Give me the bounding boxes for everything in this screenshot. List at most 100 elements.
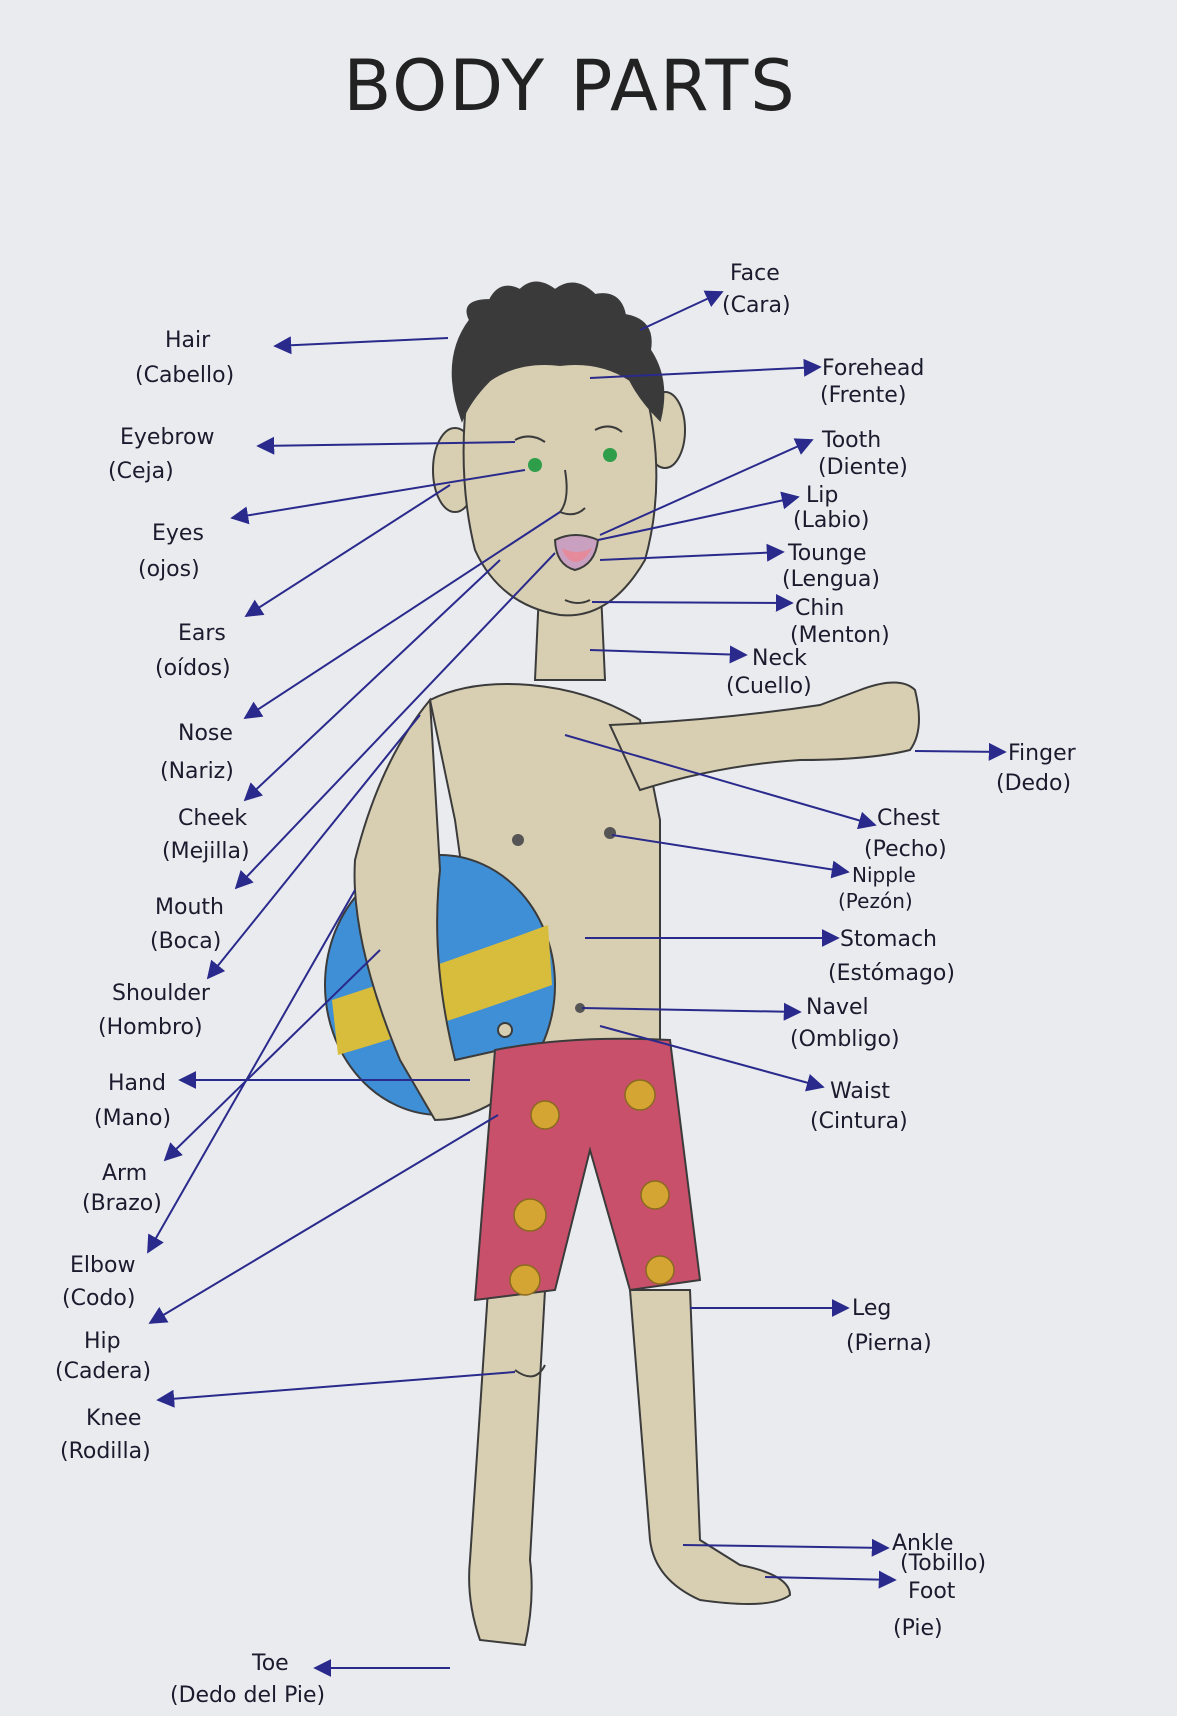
tounge-english-text: Tounge [787, 541, 867, 566]
head [464, 355, 657, 615]
nipple-spanish-text: (Pezón) [838, 889, 913, 913]
page-title: BODY PARTS [343, 45, 796, 127]
label-tooth: Tooth(Diente) [818, 428, 908, 480]
left-leg [630, 1290, 790, 1604]
leg-spanish-text: (Pierna) [846, 1331, 932, 1356]
face-spanish-text: (Cara) [722, 293, 791, 318]
toe-english-text: Toe [251, 1651, 289, 1676]
waist-english-text: Waist [830, 1079, 890, 1104]
arrow-face [640, 292, 722, 330]
tounge-spanish-text: (Lengua) [782, 567, 880, 592]
face-english-text: Face [730, 261, 780, 286]
arrow-hip [150, 1115, 498, 1323]
waist-spanish-text: (Cintura) [810, 1109, 908, 1134]
label-hip: Hip (Cadera) [55, 1329, 151, 1384]
label-cheek: Cheek (Mejilla) [162, 806, 250, 864]
foot-spanish-text: (Pie) [893, 1616, 943, 1641]
eyebrow-spanish-text: (Ceja) [108, 459, 174, 484]
foot-english-text: Foot [908, 1579, 956, 1604]
label-ears: Ears (oídos) [155, 621, 231, 681]
arrow-knee [158, 1372, 515, 1400]
tooth-spanish-text: (Diente) [818, 455, 908, 480]
label-tounge: Tounge(Lengua) [782, 541, 880, 592]
arm-english-text: Arm [102, 1161, 147, 1186]
elbow-spanish-text: (Codo) [62, 1286, 135, 1311]
forehead-spanish-text: (Frente) [820, 383, 906, 408]
right-leg [469, 1290, 545, 1645]
label-knee: Knee (Rodilla) [60, 1406, 151, 1464]
nose-spanish-text: (Nariz) [160, 759, 234, 784]
hip-spanish-text: (Cadera) [55, 1359, 151, 1384]
stomach-english-text: Stomach [840, 927, 937, 952]
arrow-chin [592, 602, 792, 603]
label-eyes: Eyes (ojos) [138, 521, 204, 582]
nose-english-text: Nose [178, 721, 233, 746]
nipple-english-text: Nipple [852, 863, 916, 887]
forehead-english-text: Forehead [822, 356, 924, 381]
arrow-foot [765, 1577, 895, 1580]
label-nose: Nose (Nariz) [160, 721, 234, 784]
ears-english-text: Ears [178, 621, 226, 646]
mouth-english-text: Mouth [155, 895, 224, 920]
label-waist: Waist (Cintura) [810, 1079, 908, 1134]
label-chin: Chin(Menton) [790, 596, 890, 648]
arrow-finger [915, 751, 1005, 752]
hand-english-text: Hand [108, 1071, 166, 1096]
chin-english-text: Chin [795, 596, 844, 621]
ankle-spanish-text: (Tobillo) [900, 1551, 986, 1576]
label-ankle: Ankle(Tobillo) [892, 1531, 986, 1576]
label-eyebrow: Eyebrow (Ceja) [108, 425, 214, 484]
arrow-hair [275, 338, 448, 346]
finger-english-text: Finger [1008, 741, 1077, 766]
chin-spanish-text: (Menton) [790, 623, 890, 648]
knee-english-text: Knee [86, 1406, 141, 1431]
label-shoulder: Shoulder (Hombro) [98, 981, 211, 1040]
knee-spanish-text: (Rodilla) [60, 1439, 151, 1464]
label-hair: Hair (Cabello) [135, 328, 234, 388]
leg-english-text: Leg [852, 1296, 891, 1321]
ears-spanish-text: (oídos) [155, 656, 231, 681]
eyes-english-text: Eyes [152, 521, 204, 546]
label-lip: Lip(Labio) [793, 483, 869, 533]
mouth-spanish-text: (Boca) [150, 929, 221, 954]
navel-spanish-text: (Ombligo) [790, 1027, 900, 1052]
label-foot: Foot (Pie) [893, 1579, 956, 1641]
chest-spanish-text: (Pecho) [864, 837, 947, 862]
label-hand: Hand (Mano) [94, 1071, 171, 1131]
toe-spanish-text: (Dedo del Pie) [170, 1683, 325, 1708]
label-elbow: Elbow (Codo) [62, 1253, 135, 1311]
hair-english-text: Hair [165, 328, 211, 353]
cheek-spanish-text: (Mejilla) [162, 839, 250, 864]
hip-english-text: Hip [84, 1329, 121, 1354]
label-chest: Chest (Pecho) [864, 806, 947, 862]
cheek-english-text: Cheek [178, 806, 247, 831]
label-mouth: Mouth (Boca) [150, 895, 224, 954]
lip-english-text: Lip [806, 483, 838, 508]
label-forehead: Forehead(Frente) [820, 356, 924, 408]
eyes-spanish-text: (ojos) [138, 557, 200, 582]
arrow-ears [246, 485, 450, 616]
lip-spanish-text: (Labio) [793, 508, 869, 533]
hand-spanish-text: (Mano) [94, 1106, 171, 1131]
shoulder-spanish-text: (Hombro) [98, 1015, 203, 1040]
label-arm: Arm (Brazo) [82, 1161, 162, 1216]
finger-spanish-text: (Dedo) [996, 771, 1071, 796]
label-nipple: Nipple(Pezón) [838, 863, 916, 913]
elbow-english-text: Elbow [70, 1253, 135, 1278]
label-stomach: Stomach (Estómago) [828, 927, 955, 986]
tooth-english-text: Tooth [821, 428, 881, 453]
label-leg: Leg (Pierna) [846, 1296, 932, 1356]
eyebrow-english-text: Eyebrow [120, 425, 214, 450]
navel-english-text: Navel [806, 995, 869, 1020]
stomach-spanish-text: (Estómago) [828, 961, 955, 986]
shoulder-english-text: Shoulder [112, 981, 211, 1006]
label-face: Face (Cara) [722, 261, 791, 318]
label-navel: Navel (Ombligo) [790, 995, 900, 1052]
label-toe: Toe (Dedo del Pie) [170, 1651, 325, 1708]
label-finger: Finger (Dedo) [996, 741, 1077, 796]
hair-spanish-text: (Cabello) [135, 363, 234, 388]
chest-english-text: Chest [877, 806, 940, 831]
arm-spanish-text: (Brazo) [82, 1191, 162, 1216]
